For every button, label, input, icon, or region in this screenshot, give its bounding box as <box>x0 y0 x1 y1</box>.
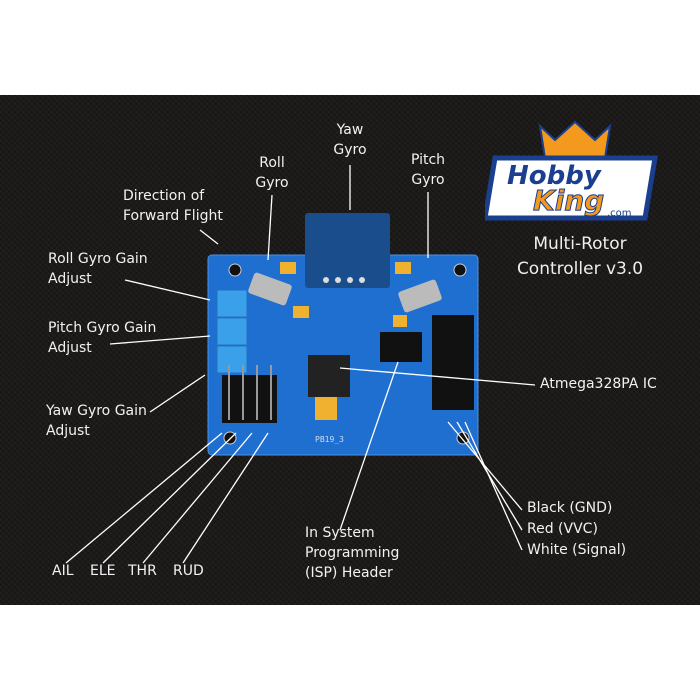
ail-label: AIL <box>52 563 74 579</box>
pitch-gain-pot <box>216 317 248 346</box>
svg-text:King: King <box>533 184 604 217</box>
controller-board: PB19_3 <box>207 213 479 456</box>
atmega-ic <box>308 355 350 397</box>
svg-text:Hobby: Hobby <box>507 161 602 191</box>
red-vvc-label: Red (VVC) <box>527 521 598 537</box>
product-title: Multi-Rotor Controller v3.0 <box>490 232 670 282</box>
logo-graphic: Hobby King .com <box>485 120 658 221</box>
roll-gyro-chip <box>248 272 292 306</box>
yaw-gyro-chip <box>305 213 390 288</box>
input-headers <box>222 375 277 423</box>
annotation-arrows <box>65 165 536 564</box>
title-line-1: Multi-Rotor <box>533 234 627 254</box>
rud-label: RUD <box>173 563 204 579</box>
svg-text:.com: .com <box>607 208 632 219</box>
ele-label: ELE <box>90 563 116 579</box>
ic-label: Atmega328PA IC <box>540 376 657 392</box>
black-gnd-label: Black (GND) <box>527 500 613 516</box>
roll-gain-pot <box>216 289 248 318</box>
hobbyking-logo: Hobby King .com <box>485 118 665 226</box>
isp-header <box>380 332 422 362</box>
white-signal-label: White (Signal) <box>527 542 627 558</box>
pitch-gyro-chip <box>398 279 442 313</box>
output-headers <box>432 315 474 410</box>
title-line-2: Controller v3.0 <box>516 259 644 279</box>
silkscreen-text: PB19_3 <box>315 435 344 444</box>
thr-label: THR <box>128 563 157 579</box>
